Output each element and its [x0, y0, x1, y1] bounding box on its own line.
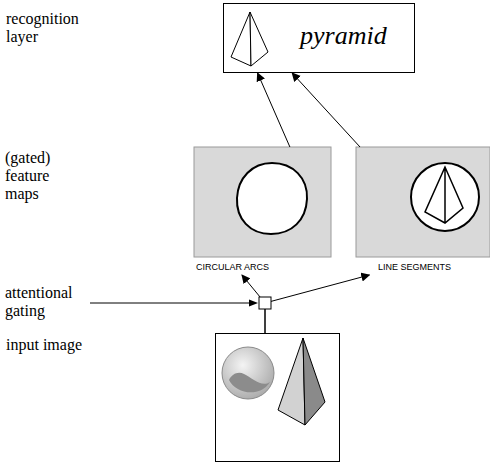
- class-label: pyramid: [300, 21, 387, 51]
- feature-map-panel: [194, 147, 331, 257]
- gating-arrow: [90, 303, 252, 304]
- segment-pyramid: [425, 167, 463, 223]
- ball-shadow: [229, 373, 270, 393]
- connector-arrow: [292, 73, 360, 147]
- map-caption: CIRCULAR ARCS: [196, 262, 269, 273]
- gating-arrowhead: [249, 300, 258, 307]
- map-caption: LINE SEGMENTS: [378, 262, 451, 273]
- feature-map-panel: [356, 147, 490, 257]
- pyramid-icon: [231, 12, 251, 66]
- recognition-box: recognition layerpyramid: [223, 3, 415, 73]
- feature-map: LINE SEGMENTS: [356, 147, 490, 275]
- pyramid-icon: [250, 12, 268, 66]
- layer-name: input image: [6, 336, 86, 354]
- input-box: input image: [215, 333, 340, 462]
- connector-arrow: [258, 73, 290, 147]
- feature-map: CIRCULAR ARCS: [194, 147, 331, 275]
- gating-square: [259, 297, 271, 309]
- segment-circle: [411, 163, 479, 231]
- layer-name: recognition layer: [6, 10, 98, 46]
- layer-name: attentional gating: [5, 284, 85, 320]
- layer-name: (gated) feature maps: [5, 149, 75, 203]
- arc-blob: [237, 163, 307, 234]
- ball-figure: [222, 347, 274, 399]
- pyramid-figure: [278, 338, 305, 425]
- pyramid-figure: [303, 338, 325, 425]
- connector-arrow: [265, 275, 369, 333]
